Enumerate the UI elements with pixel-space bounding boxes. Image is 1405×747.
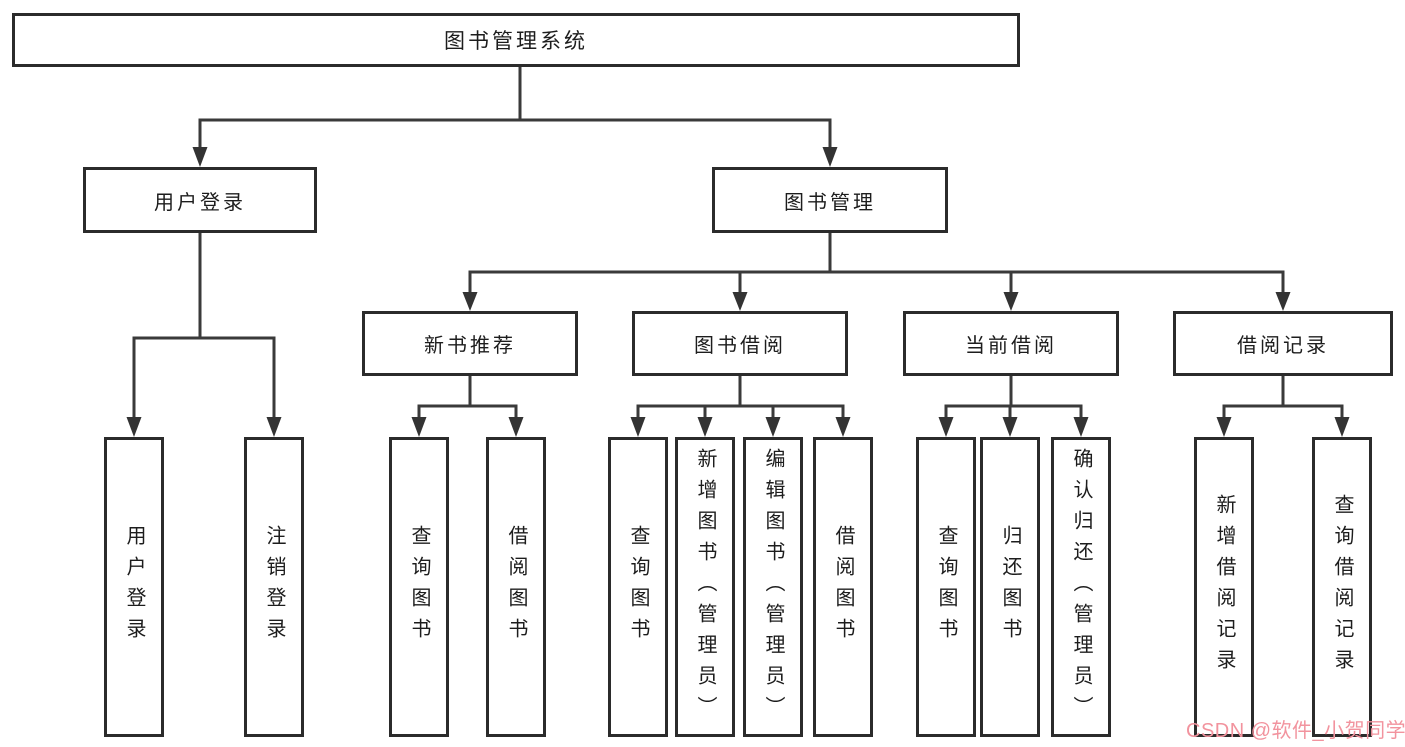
leaf-return-book-label: 归还图书 xyxy=(999,525,1021,649)
leaf-user-login: 用户登录 xyxy=(104,437,164,737)
leaf-user-login-label: 用户登录 xyxy=(123,525,145,649)
node-new-book-recommend: 新书推荐 xyxy=(362,311,578,376)
leaf-query-books-current-label: 查询图书 xyxy=(935,525,957,649)
leaf-borrow-books-label: 借阅图书 xyxy=(832,525,854,649)
leaf-confirm-return-admin-label: 确认归还（管理员） xyxy=(1070,447,1092,727)
node-new-book-recommend-label: 新书推荐 xyxy=(424,335,516,357)
leaf-logout-label: 注销登录 xyxy=(263,525,285,649)
leaf-logout: 注销登录 xyxy=(244,437,304,737)
node-book-management: 图书管理 xyxy=(712,167,948,233)
node-book-borrow-label: 图书借阅 xyxy=(694,335,786,357)
leaf-query-books-recommend: 查询图书 xyxy=(389,437,449,737)
leaf-add-borrow-record-label: 新增借阅记录 xyxy=(1213,494,1235,680)
node-current-borrow-label: 当前借阅 xyxy=(965,335,1057,357)
leaf-confirm-return-admin: 确认归还（管理员） xyxy=(1051,437,1111,737)
leaf-return-book: 归还图书 xyxy=(980,437,1040,737)
leaf-query-books-borrow: 查询图书 xyxy=(608,437,668,737)
node-library-management-system-label: 图书管理系统 xyxy=(444,30,588,53)
leaf-borrow-books-recommend-label: 借阅图书 xyxy=(505,525,527,649)
csdn-watermark: CSDN @软件_小贺同学 xyxy=(1186,720,1405,742)
leaf-add-book-admin-label: 新增图书（管理员） xyxy=(694,447,716,727)
node-user-login: 用户登录 xyxy=(83,167,317,233)
leaf-query-borrow-record-label: 查询借阅记录 xyxy=(1331,494,1353,680)
leaf-query-books-current: 查询图书 xyxy=(916,437,976,737)
leaf-add-borrow-record: 新增借阅记录 xyxy=(1194,437,1254,737)
leaf-query-books-borrow-label: 查询图书 xyxy=(627,525,649,649)
leaf-add-book-admin: 新增图书（管理员） xyxy=(675,437,735,737)
leaf-edit-book-admin: 编辑图书（管理员） xyxy=(743,437,803,737)
leaf-query-borrow-record: 查询借阅记录 xyxy=(1312,437,1372,737)
node-book-borrow: 图书借阅 xyxy=(632,311,848,376)
leaf-borrow-books: 借阅图书 xyxy=(813,437,873,737)
node-book-management-label: 图书管理 xyxy=(784,191,876,214)
leaf-query-books-recommend-label: 查询图书 xyxy=(408,525,430,649)
node-user-login-label: 用户登录 xyxy=(154,191,246,214)
arrowhead-icons xyxy=(126,147,1350,437)
node-current-borrow: 当前借阅 xyxy=(903,311,1119,376)
node-borrow-records: 借阅记录 xyxy=(1173,311,1393,376)
leaf-borrow-books-recommend: 借阅图书 xyxy=(486,437,546,737)
leaf-edit-book-admin-label: 编辑图书（管理员） xyxy=(762,447,784,727)
node-library-management-system: 图书管理系统 xyxy=(12,13,1020,67)
node-borrow-records-label: 借阅记录 xyxy=(1237,335,1329,357)
